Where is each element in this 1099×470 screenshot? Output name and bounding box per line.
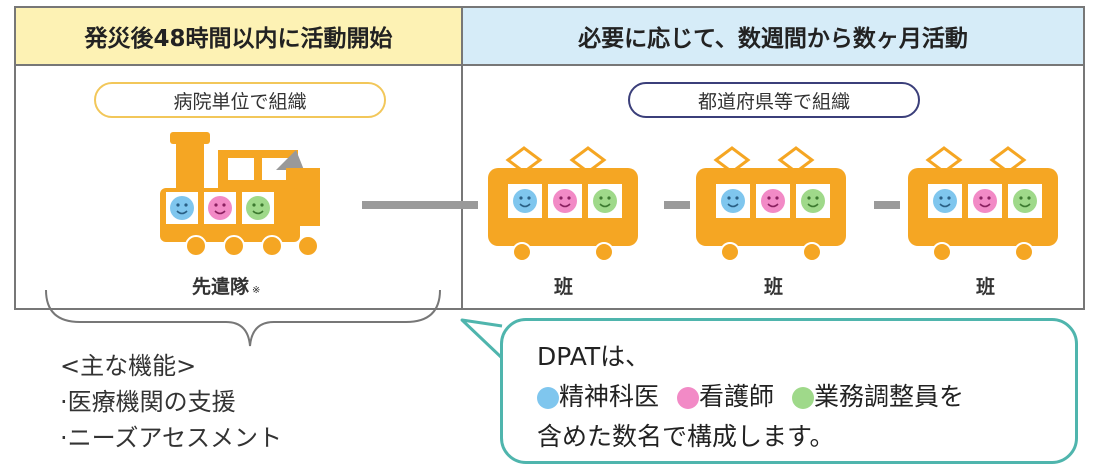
smiley-blue-icon <box>537 387 559 409</box>
train-illustration <box>160 132 1099 310</box>
advance-team-note: ※ <box>252 285 261 296</box>
member-coordinator: 業務調整員を <box>813 382 964 411</box>
function-item-1: ·医療機関の支援 <box>60 388 236 416</box>
brace-icon <box>45 290 441 347</box>
connector-line <box>664 201 690 209</box>
train-car-2 <box>696 148 846 261</box>
smiley-pink-icon <box>676 387 699 409</box>
locomotive <box>160 132 320 257</box>
member-psychiatrist: 精神科医 <box>559 382 660 411</box>
member-nurse: 看護師 <box>698 382 774 411</box>
header-divider <box>16 64 1083 66</box>
function-item-2: ·ニーズアセスメント <box>60 424 282 452</box>
callout-line3: 含めた数名で構成します。 <box>537 422 835 451</box>
organize-left-pill: 病院単位で組織 <box>94 82 386 118</box>
header-right: 必要に応じて、数週間から数ヶ月活動 <box>463 8 1083 64</box>
advance-team-label: 先遣隊※ <box>192 272 260 299</box>
car-label-3: 班 <box>976 276 996 298</box>
functions-title: <主な機能> <box>60 352 197 380</box>
organize-right-pill: 都道府県等で組織 <box>628 82 920 118</box>
callout-line1: DPATは、 <box>537 342 651 371</box>
train-car-1 <box>488 148 638 261</box>
callout-line2: 精神科医 看護師 業務調整員を <box>537 377 964 413</box>
advance-team-text: 先遣隊 <box>192 276 250 298</box>
car-label-2: 班 <box>764 276 784 298</box>
column-divider <box>461 8 463 308</box>
diagram-frame <box>14 6 1085 310</box>
smiley-green-icon <box>791 387 814 409</box>
train-car-3 <box>908 148 1058 261</box>
car-label-1: 班 <box>554 276 574 298</box>
connector-line <box>874 201 900 209</box>
bubble-tail <box>460 318 504 360</box>
dpat-callout: DPATは、 精神科医 看護師 業務調整員を 含めた数名で構成します。 <box>500 318 1078 464</box>
header-left: 発災後48時間以内に活動開始 <box>16 8 461 64</box>
connector-line <box>362 201 478 209</box>
